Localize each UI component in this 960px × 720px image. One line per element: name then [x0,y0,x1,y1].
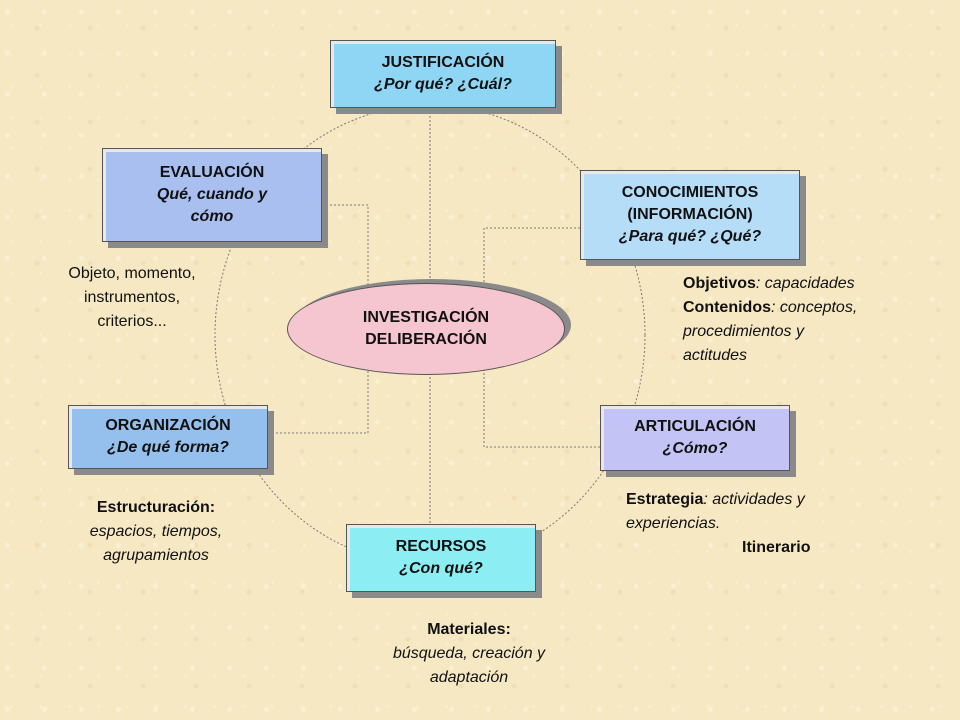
recursos-note: Materiales: búsqueda, creación y adaptac… [354,618,584,690]
recursos-subtitle: ¿Con qué? [399,560,483,577]
organizacion-note-text-3: agrupamientos [103,547,209,564]
recursos-note-text-3: adaptación [429,669,509,686]
conocimientos-note-line-1: Objetivos: capacidades [683,272,943,296]
contenidos-label: Contenidos [683,299,771,316]
conocimientos-box: CONOCIMIENTOS (INFORMACIÓN) ¿Para qué? ¿… [580,170,800,260]
evaluacion-note: Objeto, momento, instrumentos, criterios… [46,262,218,334]
estrategia-text: : actividades y [703,491,805,508]
recursos-note-label: Materiales: [354,618,584,642]
connector-evaluacion [322,204,369,300]
materiales-label: Materiales: [427,621,511,638]
articulacion-title: ARTICULACIÓN [634,418,756,435]
articulacion-subtitle: ¿Cómo? [662,440,728,457]
itinerario-label: Itinerario [742,539,811,556]
objetivos-text: : capacidades [755,275,855,292]
organizacion-note-label: Estructuración: [56,496,256,520]
conocimientos-subtitle: ¿Para qué? ¿Qué? [618,228,762,245]
conocimientos-note-line-3: procedimientos y [683,320,943,344]
articulacion-note-line-2: experiencias. [626,512,886,536]
conocimientos-note-line-4: actitudes [683,344,943,368]
justificacion-box: JUSTIFICACIÓN ¿Por qué? ¿Cuál? [330,40,556,108]
justificacion-subtitle: ¿Por qué? ¿Cuál? [374,76,512,93]
organizacion-title: ORGANIZACIÓN [105,417,231,434]
center-ellipse: INVESTIGACIÓN DELIBERACIÓN [287,283,565,375]
organizacion-note-line-2: espacios, tiempos, [56,520,256,544]
organizacion-note-text-2: espacios, tiempos, [89,523,223,540]
articulacion-note-text-2: experiencias. [626,515,721,532]
recursos-title: RECURSOS [395,538,487,555]
justificacion-title: JUSTIFICACIÓN [381,54,505,71]
articulacion-note-line-3: Itinerario [626,536,886,560]
objetivos-label: Objetivos [683,275,756,292]
connector-articulacion [483,355,600,448]
organizacion-box: ORGANIZACIÓN ¿De qué forma? [68,405,268,469]
evaluacion-title: EVALUACIÓN [159,164,265,181]
conocimientos-title-1: CONOCIMIENTOS [621,184,759,201]
recursos-box: RECURSOS ¿Con qué? [346,524,536,592]
conocimientos-note-text-4: actitudes [683,347,748,364]
conocimientos-note: Objetivos: capacidades Contenidos: conce… [683,272,943,368]
articulacion-note: Estrategia: actividades y experiencias. … [626,488,886,560]
connector-conocimientos [483,227,580,300]
recursos-note-line-2: búsqueda, creación y [354,642,584,666]
conocimientos-note-line-2: Contenidos: conceptos, [683,296,943,320]
articulacion-note-line-1: Estrategia: actividades y [626,488,886,512]
estrategia-label: Estrategia [626,491,704,508]
organizacion-note: Estructuración: espacios, tiempos, agrup… [56,496,256,568]
estructuracion-label: Estructuración: [96,499,216,516]
conocimientos-title-2: (INFORMACIÓN) [627,206,753,223]
recursos-note-line-3: adaptación [354,666,584,690]
center-line-2: DELIBERACIÓN [365,331,487,348]
evaluacion-note-line-1: Objeto, momento, [68,265,196,282]
contenidos-text: : conceptos, [771,299,858,316]
organizacion-subtitle: ¿De qué forma? [107,439,229,456]
evaluacion-box: EVALUACIÓN Qué, cuando y cómo [102,148,322,242]
center-line-1: INVESTIGACIÓN [362,309,490,326]
organizacion-note-line-3: agrupamientos [56,544,256,568]
evaluacion-note-line-3: criterios... [97,313,167,330]
evaluacion-subtitle-2: cómo [190,208,234,225]
conocimientos-note-text-3: procedimientos y [683,323,804,340]
evaluacion-note-line-2: instrumentos, [83,289,181,306]
evaluacion-subtitle-1: Qué, cuando y [156,186,268,203]
connector-organizacion [268,355,369,434]
articulacion-box: ARTICULACIÓN ¿Cómo? [600,405,790,471]
recursos-note-text-2: búsqueda, creación y [392,645,546,662]
